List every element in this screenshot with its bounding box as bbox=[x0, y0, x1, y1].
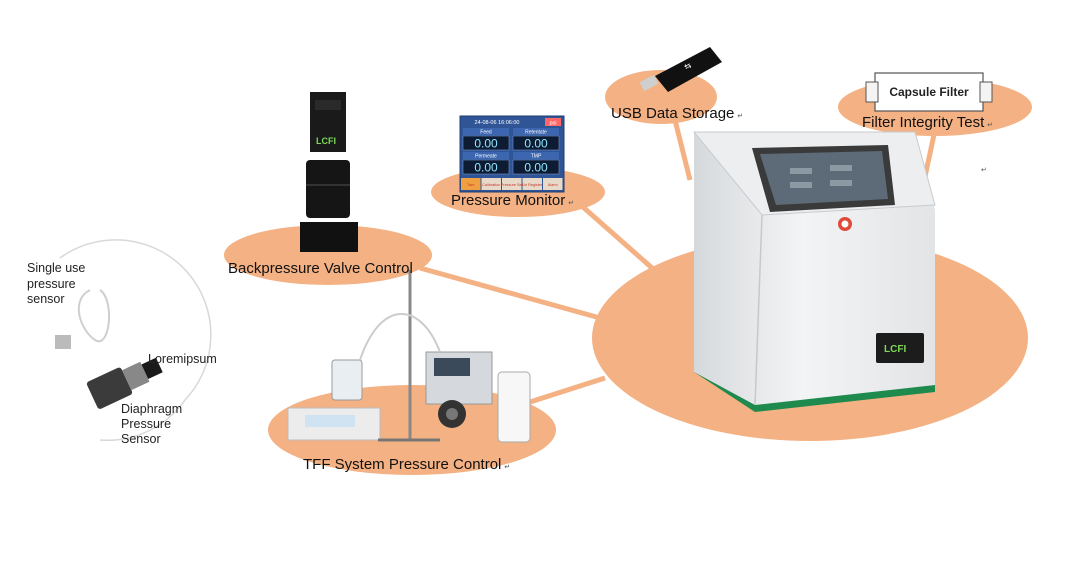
monitor-cell-value: 0.00 bbox=[474, 137, 498, 151]
monitor-button bbox=[461, 178, 481, 190]
controller-device: LCFI bbox=[692, 131, 936, 412]
device-screen bbox=[760, 151, 888, 205]
connector-pressure-monitor bbox=[573, 198, 662, 277]
backpressure-label: Backpressure Valve Control bbox=[228, 260, 413, 277]
monitor-cell-value: 0.00 bbox=[524, 161, 548, 175]
diaphragm-sensor-icon bbox=[86, 357, 163, 409]
single-use-sensor-icon bbox=[55, 335, 71, 349]
pressure-monitor-screen: 24-08-06 16:06:00 psi Feed0.00Retentate0… bbox=[459, 115, 565, 193]
usb-drive-icon: ⇆ bbox=[639, 47, 722, 92]
sensor-panel bbox=[55, 239, 212, 442]
monitor-unit: psi bbox=[549, 121, 556, 127]
connector-backpressure bbox=[419, 265, 601, 321]
monitor-cell-name: TMP bbox=[531, 154, 542, 160]
monitor-cell-name: Permeate bbox=[475, 154, 497, 160]
monitor-cell-header bbox=[513, 152, 559, 159]
monitor-button bbox=[502, 178, 522, 190]
monitor-cell-box bbox=[512, 135, 560, 151]
monitor-button-label: Un Register bbox=[522, 183, 543, 187]
monitor-cell-name: Retentate bbox=[525, 130, 547, 136]
monitor-cell-value: 0.00 bbox=[524, 137, 548, 151]
backpressure-valve-icon: LCFI bbox=[300, 92, 358, 252]
monitor-cell-header bbox=[463, 152, 509, 159]
connector-lines bbox=[419, 119, 938, 405]
monitor-button-label: Tare bbox=[467, 183, 474, 187]
usb-label: USB Data Storage↵ bbox=[611, 105, 743, 122]
backpressure-ellipse bbox=[224, 225, 432, 285]
capsule-filter-icon: Capsule Filter bbox=[865, 72, 993, 112]
monitor-cell-box bbox=[462, 135, 510, 151]
monitor-cell-name: Feed bbox=[480, 130, 492, 136]
monitor-button bbox=[543, 178, 563, 190]
connector-usb bbox=[672, 119, 693, 181]
diaphragm-sensor-label: Diaphragm Pressure Sensor bbox=[121, 402, 186, 446]
connector-tff bbox=[529, 375, 606, 405]
paragraph-mark: ↵ bbox=[981, 167, 987, 174]
monitor-button-label: Calibration bbox=[482, 183, 500, 187]
monitor-button bbox=[481, 178, 501, 190]
filter-integrity-label: Filter Integrity Test↵ bbox=[862, 114, 993, 131]
usb-ellipse bbox=[605, 70, 717, 124]
monitor-button-label: Pressure Set bbox=[501, 183, 524, 187]
monitor-button-label: Alarm bbox=[548, 183, 558, 187]
svg-text:LCFI: LCFI bbox=[884, 344, 906, 355]
monitor-cell-box bbox=[462, 159, 510, 175]
pressure-monitor-label: Pressure Monitor↵ bbox=[451, 192, 574, 209]
svg-text:⇆: ⇆ bbox=[683, 61, 693, 72]
valve-logo: LCFI bbox=[316, 136, 336, 146]
monitor-cell-header bbox=[513, 128, 559, 135]
loremipsum-label: Loremipsum bbox=[148, 352, 217, 366]
tff-label: TFF System Pressure Control↵ bbox=[303, 456, 510, 473]
sensor-cable-icon bbox=[77, 289, 111, 343]
monitor-cell-header bbox=[463, 128, 509, 135]
monitor-timestamp: 24-08-06 16:06:00 bbox=[475, 120, 520, 126]
device-logo-plate bbox=[876, 333, 924, 363]
monitor-cell-box bbox=[512, 159, 560, 175]
monitor-button bbox=[522, 178, 542, 190]
monitor-cell-value: 0.00 bbox=[474, 161, 498, 175]
single-use-sensor-label: Single use pressure sensor bbox=[27, 261, 89, 306]
capsule-filter-label: Capsule Filter bbox=[889, 85, 969, 99]
tff-system-icon bbox=[287, 270, 531, 443]
